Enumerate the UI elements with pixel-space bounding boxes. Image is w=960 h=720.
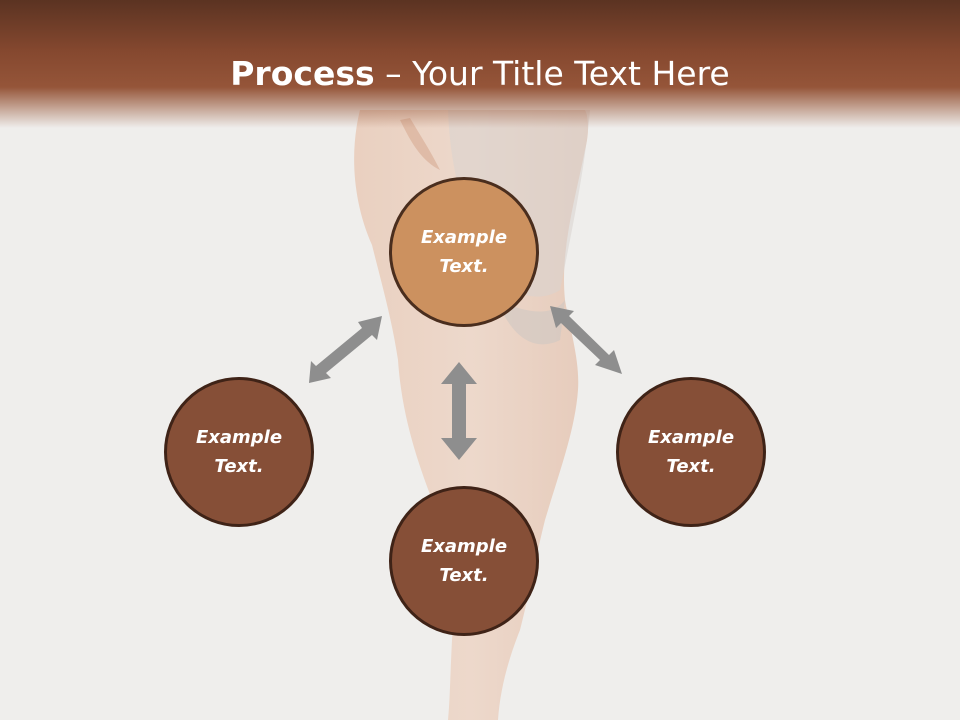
circle-left-line1: Example [195,427,283,448]
slide-title: Process – Your Title Text Here [0,52,960,96]
circle-top-line1: Example [420,227,508,248]
circle-bottom: Example Text. [389,486,539,636]
circle-left: Example Text. [164,377,314,527]
circle-right: Example Text. [616,377,766,527]
title-rest: Your Title Text Here [412,54,730,93]
circle-bottom-line2: Text. [439,565,489,586]
title-bold: Process [230,54,375,93]
circle-bottom-line1: Example [420,536,508,557]
circle-top: Example Text. [389,177,539,327]
circle-left-line2: Text. [214,456,264,477]
title-separator: – [374,54,413,93]
title-bar [0,0,960,128]
circle-right-line1: Example [647,427,735,448]
circle-right-line2: Text. [666,456,716,477]
circle-top-line2: Text. [439,256,489,277]
